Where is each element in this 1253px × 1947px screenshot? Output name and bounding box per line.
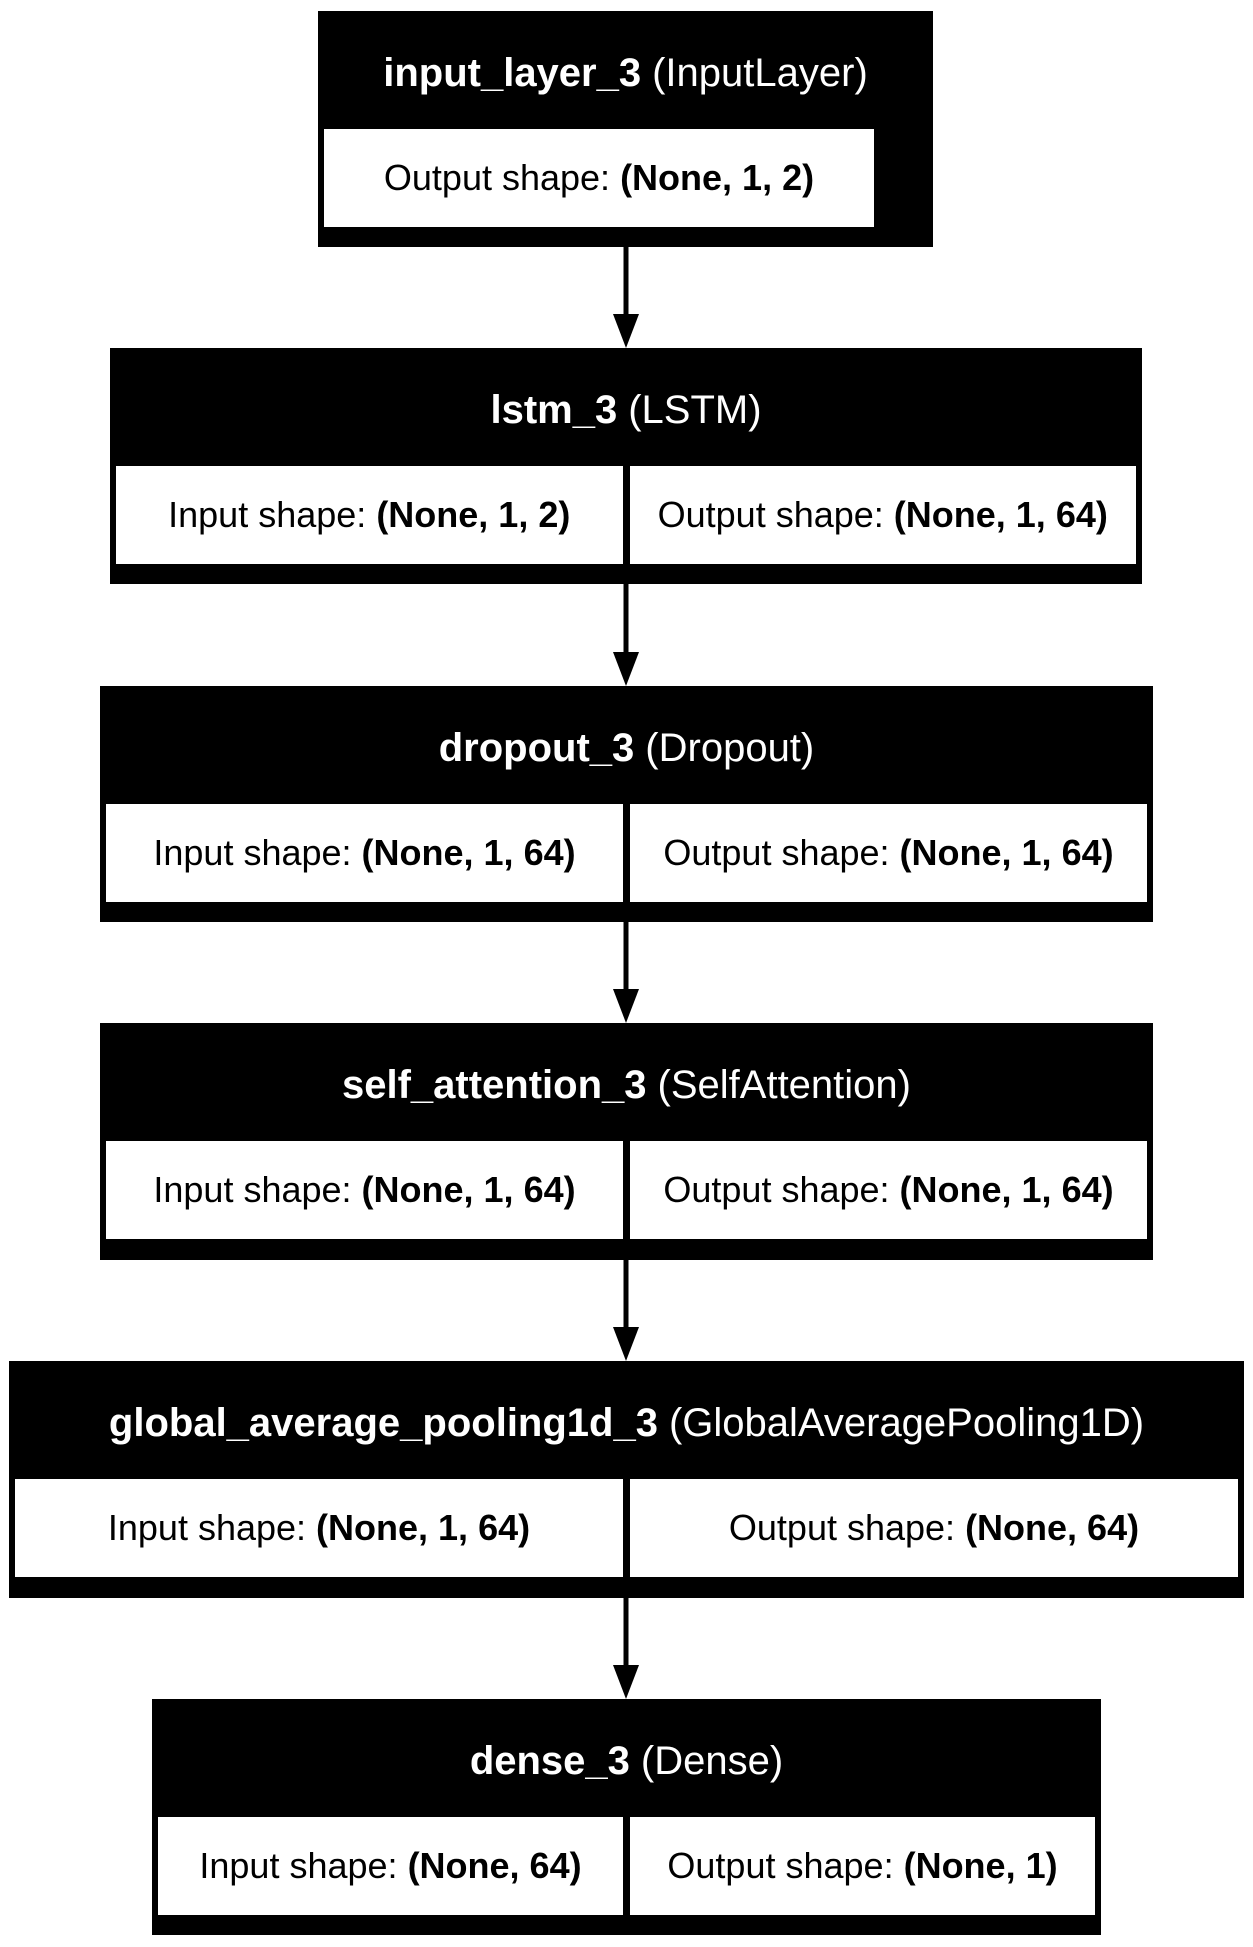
output-shape-cell: Output shape:(None, 64) (630, 1479, 1238, 1577)
shape-row: Input shape:(None, 1, 64) Output shape:(… (106, 804, 1147, 902)
layer-class: (GlobalAveragePooling1D) (668, 1400, 1145, 1445)
layer-header: dense_3(Dense) (158, 1705, 1095, 1817)
output-shape-label: Output shape: (728, 1507, 956, 1548)
shape-row: Input shape:(None, 1, 2) Output shape:(N… (116, 466, 1136, 564)
layer-box-lstm: lstm_3(LSTM) Input shape:(None, 1, 2) Ou… (110, 348, 1142, 584)
output-shape-label: Output shape: (667, 1845, 894, 1886)
output-shape-value: (None, 1) (903, 1845, 1058, 1886)
input-shape-cell: Input shape:(None, 1, 64) (106, 1141, 623, 1239)
layer-box-dense: dense_3(Dense) Input shape:(None, 64) Ou… (152, 1699, 1101, 1935)
layer-box-global-average-pooling: global_average_pooling1d_3(GlobalAverage… (9, 1361, 1244, 1598)
shape-row: Input shape:(None, 1, 64) Output shape:(… (15, 1479, 1238, 1577)
layer-class: (LSTM) (628, 387, 762, 432)
shape-row: Input shape:(None, 1, 64) Output shape:(… (106, 1141, 1147, 1239)
output-shape-cell: Output shape:(None, 1) (630, 1817, 1095, 1915)
layer-name: dropout_3 (438, 725, 635, 770)
layer-box-input-layer: input_layer_3(InputLayer) Output shape:(… (318, 11, 933, 247)
layer-box-dropout: dropout_3(Dropout) Input shape:(None, 1,… (100, 686, 1153, 922)
arrowhead (613, 989, 639, 1023)
input-shape-label: Input shape: (199, 1845, 398, 1886)
layer-name: dense_3 (469, 1738, 630, 1783)
output-shape-value: (None, 1, 2) (620, 157, 815, 198)
output-shape-cell: Output shape:(None, 1, 64) (630, 1141, 1147, 1239)
input-shape-cell: Input shape:(None, 1, 2) (116, 466, 623, 564)
input-shape-value: (None, 1, 64) (316, 1507, 531, 1548)
layer-header: lstm_3(LSTM) (116, 354, 1136, 466)
arrowhead (613, 652, 639, 686)
layer-header: dropout_3(Dropout) (106, 692, 1147, 804)
output-shape-value: (None, 1, 64) (893, 494, 1108, 535)
input-shape-label: Input shape: (153, 832, 352, 873)
layer-name: lstm_3 (490, 387, 618, 432)
layer-class: (Dense) (640, 1738, 784, 1783)
arrowhead (613, 1665, 639, 1699)
layer-name: global_average_pooling1d_3 (108, 1400, 658, 1445)
input-shape-value: (None, 1, 2) (376, 494, 571, 535)
layer-header: global_average_pooling1d_3(GlobalAverage… (15, 1367, 1238, 1479)
output-shape-cell: Output shape:(None, 1, 64) (630, 804, 1147, 902)
output-shape-cell: Output shape:(None, 1, 64) (629, 466, 1136, 564)
output-shape-value: (None, 1, 64) (899, 1169, 1114, 1210)
input-shape-cell: Input shape:(None, 64) (158, 1817, 623, 1915)
input-shape-label: Input shape: (153, 1169, 352, 1210)
output-shape-value: (None, 1, 64) (899, 832, 1114, 873)
layer-name: input_layer_3 (383, 50, 642, 95)
shape-row: Input shape:(None, 64) Output shape:(Non… (158, 1817, 1095, 1915)
layer-box-self-attention: self_attention_3(SelfAttention) Input sh… (100, 1023, 1153, 1260)
input-shape-value: (None, 64) (407, 1845, 582, 1886)
output-shape-label: Output shape: (657, 494, 884, 535)
input-shape-value: (None, 1, 64) (361, 832, 576, 873)
input-shape-value: (None, 1, 64) (361, 1169, 576, 1210)
layer-class: (Dropout) (645, 725, 815, 770)
layer-header: self_attention_3(SelfAttention) (106, 1029, 1147, 1141)
output-shape-label: Output shape: (383, 157, 611, 198)
input-shape-label: Input shape: (168, 494, 367, 535)
layer-name: self_attention_3 (342, 1062, 647, 1107)
output-shape-label: Output shape: (663, 1169, 890, 1210)
shape-row: Output shape:(None, 1, 2) (324, 129, 874, 227)
output-shape-cell: Output shape:(None, 1, 2) (324, 129, 874, 227)
arrowhead (613, 1327, 639, 1361)
arrowhead (613, 314, 639, 348)
input-shape-cell: Input shape:(None, 1, 64) (15, 1479, 623, 1577)
output-shape-value: (None, 64) (965, 1507, 1140, 1548)
layer-class: (InputLayer) (652, 50, 868, 95)
layer-header: input_layer_3(InputLayer) (324, 17, 927, 129)
output-shape-label: Output shape: (663, 832, 890, 873)
input-shape-cell: Input shape:(None, 1, 64) (106, 804, 623, 902)
layer-class: (SelfAttention) (657, 1062, 911, 1107)
input-shape-label: Input shape: (107, 1507, 307, 1548)
